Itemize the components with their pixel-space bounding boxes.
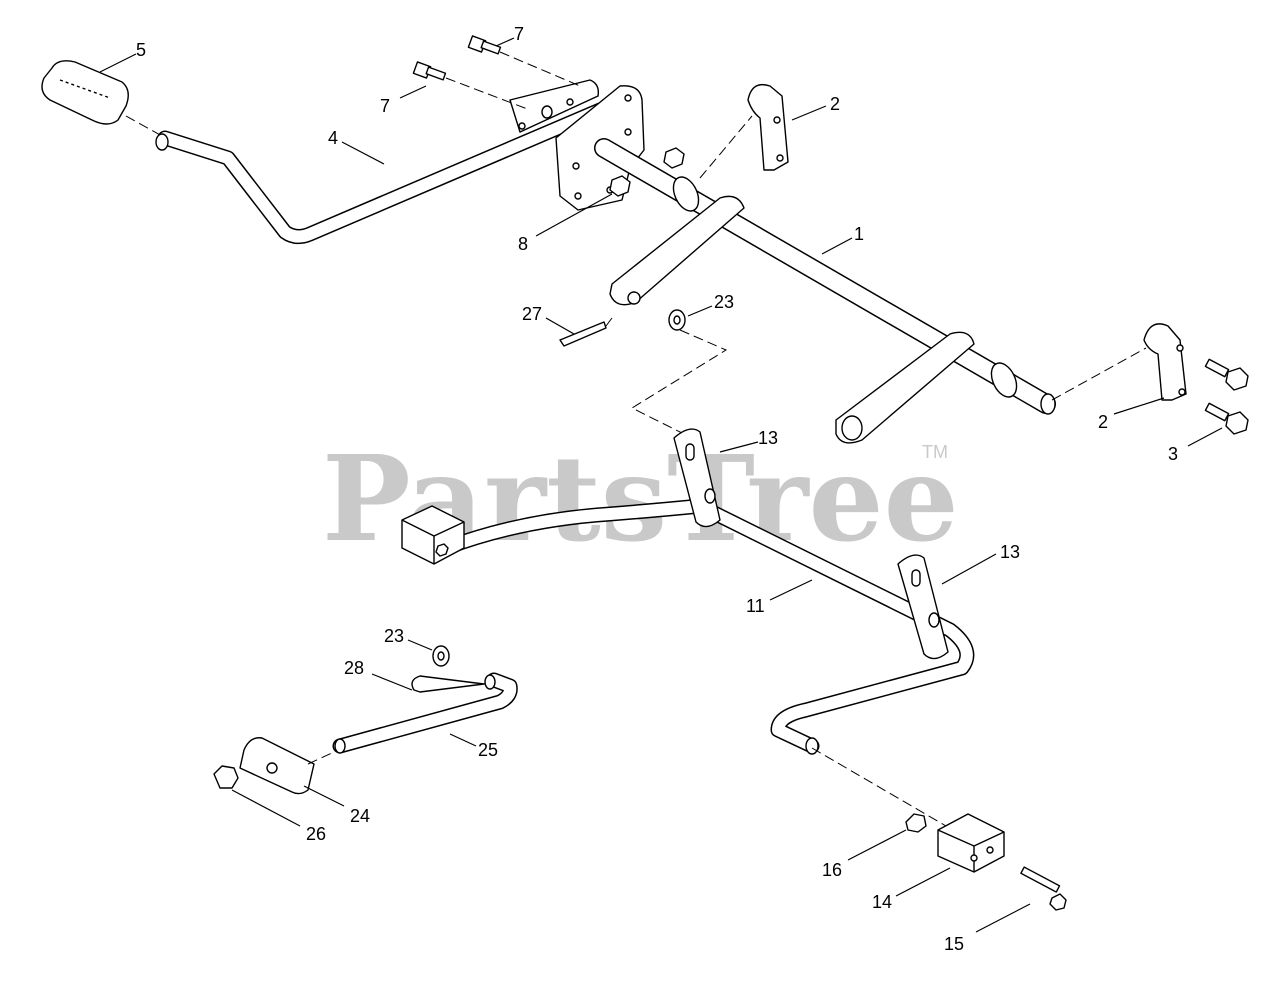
- callout-25[interactable]: 25: [478, 740, 498, 760]
- part-15-bolt: [1020, 866, 1067, 911]
- callout-28[interactable]: 28: [344, 658, 364, 678]
- part-1-shaft: [594, 138, 1056, 444]
- part-2-hook-lower: [1143, 323, 1187, 401]
- part-25-rod: [332, 672, 518, 754]
- part-23-washer-lower: [432, 645, 450, 667]
- part-24-sleeve: [239, 737, 315, 795]
- callout-2-lower[interactable]: 2: [1098, 412, 1108, 432]
- callout-26[interactable]: 26: [306, 824, 326, 844]
- callout-16[interactable]: 16: [822, 860, 842, 880]
- callout-15[interactable]: 15: [944, 934, 964, 954]
- callout-24[interactable]: 24: [350, 806, 370, 826]
- callout-5[interactable]: 5: [136, 40, 146, 60]
- callout-7-upper[interactable]: 7: [514, 24, 524, 44]
- callout-23-upper[interactable]: 23: [714, 292, 734, 312]
- part-7-bolt-lower: [412, 61, 447, 81]
- callout-23-lower[interactable]: 23: [384, 626, 404, 646]
- callout-13-front[interactable]: 13: [758, 428, 778, 448]
- part-7-bolt-upper: [467, 35, 502, 55]
- part-5-grip: [41, 60, 129, 125]
- part-8-nut: [609, 147, 685, 197]
- part-23-washer-upper: [668, 309, 686, 331]
- callout-3[interactable]: 3: [1168, 444, 1178, 464]
- part-27-cotter-pin: [559, 321, 607, 347]
- part-26-nut: [213, 765, 239, 789]
- callout-7-lower[interactable]: 7: [380, 96, 390, 116]
- callout-1[interactable]: 1: [854, 224, 864, 244]
- part-13-plate-front: [673, 428, 721, 528]
- block-left: [401, 505, 465, 565]
- callout-13-rear[interactable]: 13: [1000, 542, 1020, 562]
- part-16-nut: [905, 813, 927, 833]
- leader-lines: [99, 37, 1223, 933]
- callout-27[interactable]: 27: [522, 304, 542, 324]
- part-4-lever: [155, 79, 608, 245]
- callout-14[interactable]: 14: [872, 892, 892, 912]
- part-28-hair-pin: [411, 675, 485, 693]
- part-3-bolt: [1204, 358, 1249, 435]
- callout-4[interactable]: 4: [328, 128, 338, 148]
- part-2-hook-upper: [747, 83, 789, 171]
- part-13-plate-rear: [897, 554, 949, 660]
- part-14-block: [937, 813, 1005, 873]
- callout-8[interactable]: 8: [518, 234, 528, 254]
- callout-2-upper[interactable]: 2: [830, 94, 840, 114]
- callout-11[interactable]: 11: [746, 596, 765, 616]
- trademark-mark: TM: [922, 442, 948, 462]
